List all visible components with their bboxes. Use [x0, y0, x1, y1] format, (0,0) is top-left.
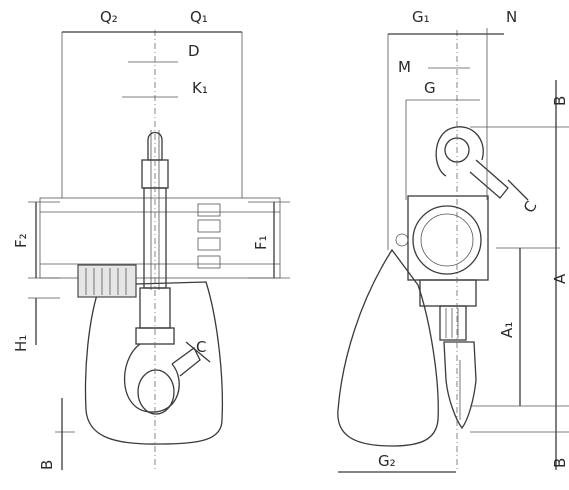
front-b-label: B: [38, 460, 56, 470]
side-n-label: N: [506, 8, 517, 26]
front-view: Q₂ Q₁ D K₁ F₂ F₁ H₁ C B: [12, 8, 290, 470]
side-view: G₁ N M G B C A A₁ G₂ B: [337, 8, 569, 473]
side-a-label: A: [551, 273, 569, 284]
front-h1-label: H₁: [12, 335, 30, 352]
side-g1-label: G₁: [412, 8, 430, 26]
side-c-label: C: [520, 198, 541, 216]
front-k1-label: K₁: [192, 79, 208, 97]
side-g-label: G: [424, 79, 436, 97]
side-bottom-hook: [443, 341, 477, 430]
front-chain-bag: [84, 281, 223, 445]
front-d-label: D: [188, 42, 200, 60]
front-f2-label: F₂: [12, 233, 30, 248]
front-housing: [39, 197, 281, 279]
front-bottom-hook: [123, 343, 180, 413]
front-c-label: C: [196, 338, 206, 356]
side-m-label: M: [398, 58, 411, 76]
front-q2-label: Q₂: [100, 8, 118, 26]
side-b-top-label: B: [551, 96, 569, 106]
side-b-bottom-label: B: [551, 458, 569, 468]
front-q1-label: Q₁: [190, 8, 208, 26]
front-motor: [77, 264, 137, 298]
front-f1-label: F₁: [252, 235, 270, 250]
front-top-hook: [147, 131, 163, 161]
side-a1-label: A₁: [498, 322, 516, 338]
side-top-hook: [435, 126, 484, 177]
side-motor-housing: [412, 205, 482, 275]
side-chain-bag: [337, 248, 439, 447]
side-g2-label: G₂: [378, 452, 396, 470]
